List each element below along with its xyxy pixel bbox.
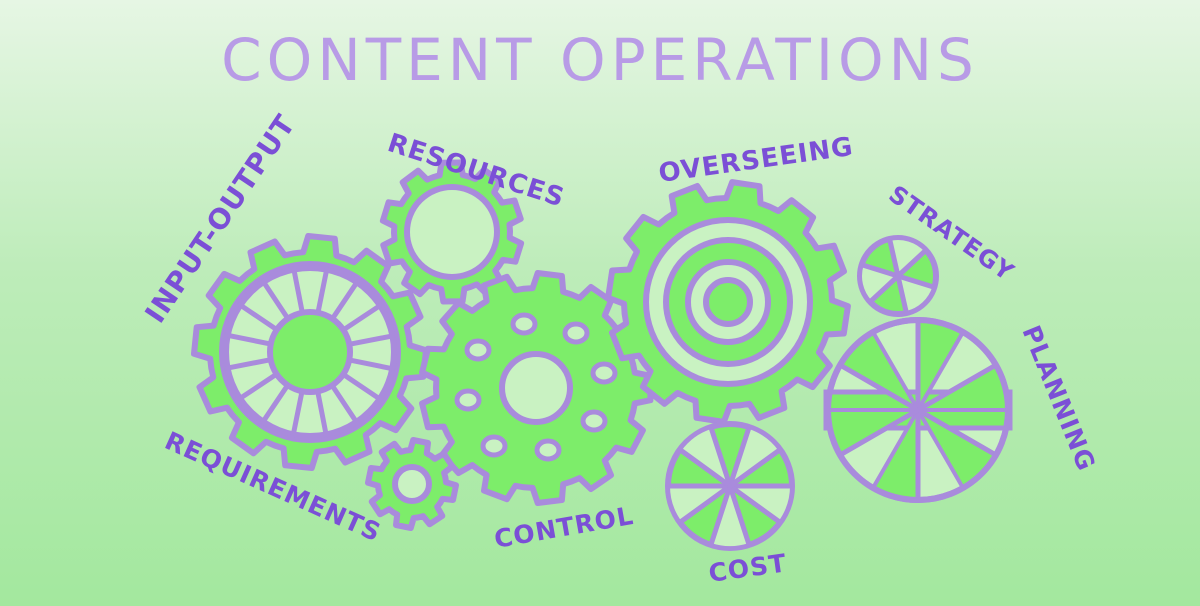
gear-strategy-spoke [867,273,901,305]
gear-input-output-hub [267,309,353,395]
gear-input-output-spoke [340,303,383,333]
gear-strategy-spoke [895,273,909,316]
gear-input-output-spoke [329,279,360,322]
gear-input-output-spoke [329,382,359,425]
gear-planning-spoke [837,407,921,458]
gear-control-hole [480,434,508,458]
gear-control-hole [562,321,590,345]
gear-input-output [191,233,429,471]
gear-input-output-spoke [237,371,280,401]
gear-control [419,270,654,506]
gear-strategy-spoke [887,236,901,279]
gear-planning-spoke [915,362,999,413]
gear-input-output-spoke [260,382,291,425]
gear-input-output-spoke [225,357,274,371]
gear-cost-spoke [677,447,733,489]
gear-input-output-ring [226,268,394,436]
gear-control-hole [534,438,562,462]
gear-control-hole [464,338,492,362]
gear-control-hole [510,312,538,336]
gear-cost-spoke [727,447,783,489]
gear-resources [379,159,525,305]
gear-control-hole [580,409,608,433]
label-planning: PLANNING [1016,321,1101,475]
gear-strategy-spoke [895,247,929,279]
gear-overseeing-core [703,277,753,327]
gear-cost-spoke [708,424,733,489]
gear-input-output-outer-ring [223,265,397,439]
gear-input-output-spoke [315,388,329,437]
gear-requirements-hole [392,464,432,504]
gear-resources-hole [404,184,500,280]
gear-cost-spoke [727,483,783,525]
gear-cost-spoke [727,424,752,489]
gear-input-output-spoke [346,333,395,347]
diagram-title: CONTENT OPERATIONS [221,26,979,94]
gear-control-center-hole [499,351,573,425]
gear-control-hole [454,388,482,412]
gear-input-output-spoke [237,302,280,333]
gear-input-output-rim [219,261,401,443]
gear-input-output-spoke [261,279,291,322]
label-cost: COST [707,548,789,588]
gear-strategy-spoke [895,273,937,290]
label-overseeing: OVERSEEING [657,132,856,189]
gear-planning-spoke [915,407,999,458]
gear-input-output-spoke [290,388,305,437]
gear-input-output-spoke [225,332,274,347]
gear-requirements [365,437,459,531]
gear-input-output-spoke [340,371,383,402]
gear-input-output-spoke [315,267,330,316]
gear-cost-spoke [677,483,733,525]
gear-planning-spoke [837,362,921,413]
label-control: CONTROL [492,501,636,554]
gear-control-hole [590,361,618,385]
gear-overseeing [605,179,851,425]
gear-planning [823,317,1013,503]
gear-planning-rim [825,317,1011,503]
gears-layer [191,159,1013,551]
gear-strategy-spoke [859,262,901,279]
gear-cost-spoke [708,483,733,548]
gear-cost [665,421,795,551]
gear-cost-spoke [727,483,752,548]
gear-strategy [857,235,939,317]
gear-input-output-spoke [291,267,305,316]
gear-input-output-spoke [346,357,395,372]
